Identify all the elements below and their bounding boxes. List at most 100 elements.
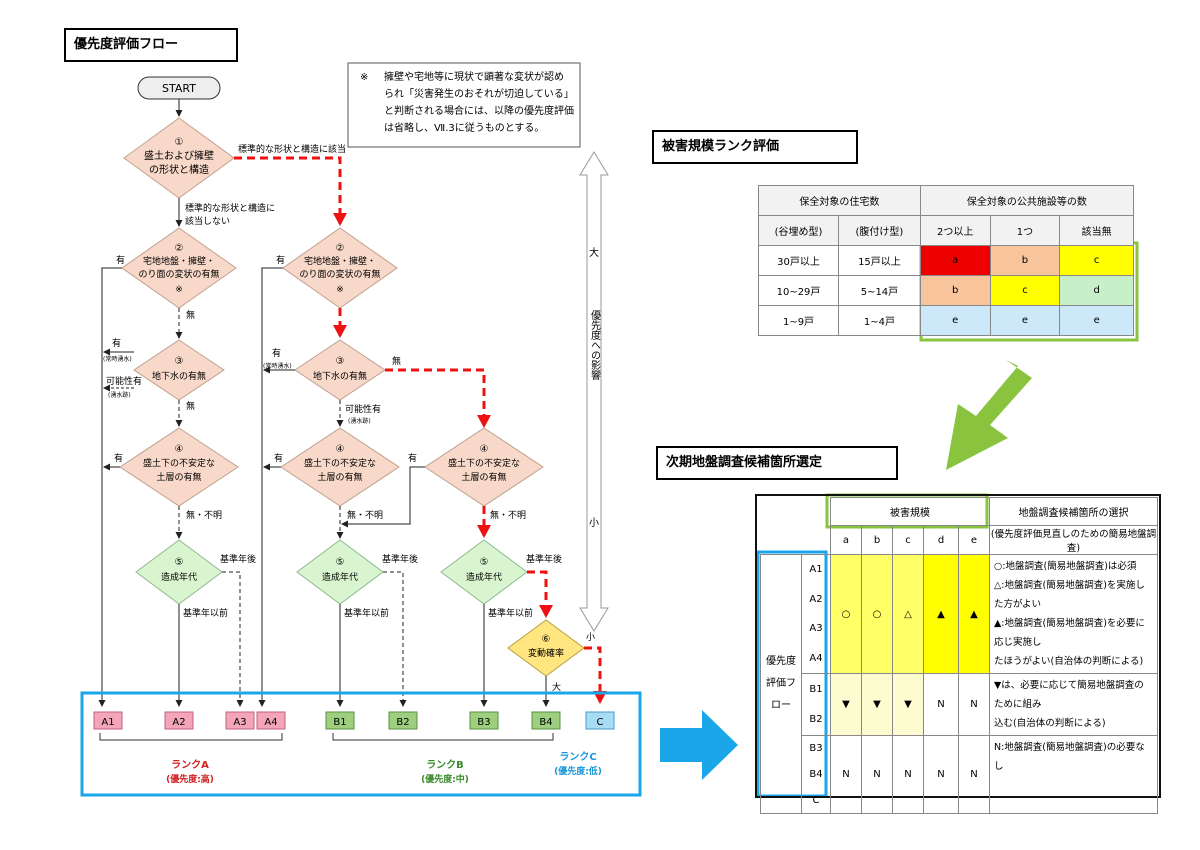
svg-text:⑤: ⑤ bbox=[480, 557, 489, 568]
rank-a-label: ランクA bbox=[171, 759, 209, 771]
svg-text:B4: B4 bbox=[539, 717, 552, 728]
svg-text:土層の有無: 土層の有無 bbox=[317, 471, 362, 483]
select-choice-header: 地盤調査候補箇所の選択 bbox=[989, 497, 1158, 526]
svg-text:②: ② bbox=[175, 243, 184, 254]
flow-title: 優先度評価フロー bbox=[64, 28, 238, 62]
note-mark: ※ bbox=[360, 72, 368, 83]
decision-1: ① 盛土および擁壁 の形状と構造 bbox=[123, 117, 235, 199]
rank-box-b3: B3 bbox=[469, 711, 499, 730]
svg-text:変動確率: 変動確率 bbox=[528, 647, 564, 659]
svg-text:(湧水跡): (湧水跡) bbox=[348, 417, 371, 425]
svg-text:宅地地盤・擁壁・: 宅地地盤・擁壁・ bbox=[304, 255, 376, 267]
svg-text:基準年以前: 基準年以前 bbox=[183, 607, 228, 619]
rank-box-c: C bbox=[585, 711, 615, 730]
svg-text:有: 有 bbox=[114, 452, 123, 464]
rank-box-b2: B2 bbox=[388, 711, 418, 730]
note-group-1: ○:地盤調査(簡易地盤調査)は必須 △:地盤調査(簡易地盤調査)を実施した方がよ… bbox=[989, 554, 1158, 674]
blue-right-arrow bbox=[660, 710, 738, 780]
svg-text:C: C bbox=[597, 717, 604, 728]
select-table: 被害規模 地盤調査候補箇所の選択 a b c d e (優先度評価見直しのための… bbox=[760, 497, 1158, 814]
rank-box-a4: A4 bbox=[256, 711, 286, 730]
decision-6: ⑥ 変動確率 bbox=[507, 619, 585, 677]
svg-text:基準年以前: 基準年以前 bbox=[488, 607, 533, 619]
decision-2-a: ② 宅地地盤・擁壁・ のり面の変状の有無 ※ bbox=[121, 227, 237, 309]
note-line-4: は省略し、Ⅶ.3に従うものとする。 bbox=[384, 121, 544, 134]
svg-text:⑤: ⑤ bbox=[336, 557, 345, 568]
decision-4-b: ④ 盛土下の不安定な 土層の有無 bbox=[280, 427, 400, 507]
note-line-3: と判断される場合には、以降の優先度評価 bbox=[384, 104, 574, 117]
svg-text:③: ③ bbox=[175, 356, 184, 367]
svg-text:無: 無 bbox=[392, 355, 401, 367]
svg-text:地下水の有無: 地下水の有無 bbox=[152, 370, 206, 382]
rank-b-label: ランクB bbox=[426, 759, 464, 771]
svg-text:⑥: ⑥ bbox=[542, 634, 551, 645]
svg-text:無: 無 bbox=[186, 309, 195, 321]
svg-text:A3: A3 bbox=[233, 717, 246, 728]
svg-text:盛土下の不安定な: 盛土下の不安定な bbox=[448, 457, 520, 469]
svg-text:B1: B1 bbox=[333, 717, 346, 728]
svg-text:無・不明: 無・不明 bbox=[186, 509, 222, 521]
svg-text:宅地地盤・擁壁・: 宅地地盤・擁壁・ bbox=[143, 255, 215, 267]
svg-text:④: ④ bbox=[175, 444, 184, 455]
svg-text:④: ④ bbox=[336, 444, 345, 455]
svg-text:可能性有: 可能性有 bbox=[106, 375, 142, 387]
svg-text:※: ※ bbox=[175, 285, 183, 295]
svg-text:のり面の変状の有無: のり面の変状の有無 bbox=[299, 268, 380, 280]
rank-box-a1: A1 bbox=[93, 711, 123, 730]
select-scale-header: 被害規模 bbox=[830, 497, 990, 526]
svg-text:(湧水跡): (湧水跡) bbox=[108, 391, 131, 399]
svg-text:盛土下の不安定な: 盛土下の不安定な bbox=[143, 457, 215, 469]
decision-3-b: ③ 地下水の有無 bbox=[294, 339, 386, 401]
decision-2-b: ② 宅地地盤・擁壁・ のり面の変状の有無 ※ bbox=[282, 227, 398, 309]
svg-text:造成年代: 造成年代 bbox=[466, 571, 502, 583]
svg-text:有: 有 bbox=[274, 452, 283, 464]
decision-1-line2: の形状と構造 bbox=[149, 163, 209, 176]
note-group-2: ▼は、必要に応じて簡易地盤調査のために組み 込む(自治体の判断による) bbox=[989, 673, 1158, 736]
rank-table-header-public: 保全対象の公共施設等の数 bbox=[919, 185, 1135, 216]
decision-4-a: ④ 盛土下の不安定な 土層の有無 bbox=[119, 427, 239, 507]
svg-text:基準年後: 基準年後 bbox=[220, 553, 256, 565]
svg-text:大: 大 bbox=[552, 681, 561, 693]
svg-text:土層の有無: 土層の有無 bbox=[156, 471, 201, 483]
svg-text:有: 有 bbox=[112, 337, 121, 349]
start-label: START bbox=[162, 82, 196, 95]
label-nonstandard-2: 該当しない bbox=[185, 215, 230, 227]
svg-text:基準年後: 基準年後 bbox=[526, 553, 562, 565]
start-node: START bbox=[137, 76, 221, 100]
svg-text:地下水の有無: 地下水の有無 bbox=[313, 370, 367, 382]
svg-text:B2: B2 bbox=[396, 717, 409, 728]
svg-text:土層の有無: 土層の有無 bbox=[461, 471, 506, 483]
note-line-2: られ「災害発生のおそれが切迫している」 bbox=[384, 87, 574, 100]
svg-text:基準年後: 基準年後 bbox=[382, 553, 418, 565]
rank-a-priority: (優先度:高) bbox=[166, 773, 214, 785]
label-nonstandard-1: 標準的な形状と構造に bbox=[185, 202, 275, 214]
rank-box-b1: B1 bbox=[325, 711, 355, 730]
svg-text:③: ③ bbox=[336, 356, 345, 367]
rank-b-priority: (優先度:中) bbox=[421, 773, 469, 785]
rank-c-label: ランクC bbox=[559, 751, 596, 763]
svg-text:②: ② bbox=[336, 243, 345, 254]
note-group-3: N:地盤調査(簡易地盤調査)の必要なし bbox=[989, 735, 1158, 814]
svg-text:⑤: ⑤ bbox=[175, 557, 184, 568]
decision-5-c: ⑤ 造成年代 bbox=[440, 539, 528, 605]
svg-text:(常時湧水): (常時湧水) bbox=[263, 362, 292, 370]
rank-table-header-houses: 保全対象の住宅数 bbox=[758, 185, 921, 216]
svg-text:無: 無 bbox=[186, 400, 195, 412]
svg-text:A2: A2 bbox=[172, 717, 185, 728]
decision-3-a: ③ 地下水の有無 bbox=[133, 339, 225, 401]
svg-text:A4: A4 bbox=[264, 717, 277, 728]
impact-arrow: 大 小 優先度への影響 bbox=[579, 151, 609, 632]
rank-frame bbox=[80, 691, 642, 797]
decision-5-a: ⑤ 造成年代 bbox=[135, 539, 223, 605]
rank-box-b4: B4 bbox=[531, 711, 561, 730]
decision-4-c: ④ 盛土下の不安定な 土層の有無 bbox=[424, 427, 544, 507]
svg-text:のり面の変状の有無: のり面の変状の有無 bbox=[138, 268, 219, 280]
svg-text:造成年代: 造成年代 bbox=[322, 571, 358, 583]
svg-text:盛土下の不安定な: 盛土下の不安定な bbox=[304, 457, 376, 469]
svg-text:有: 有 bbox=[276, 254, 285, 266]
select-title: 次期地盤調査候補箇所選定 bbox=[656, 446, 898, 480]
svg-text:有: 有 bbox=[116, 254, 125, 266]
svg-text:造成年代: 造成年代 bbox=[161, 571, 197, 583]
